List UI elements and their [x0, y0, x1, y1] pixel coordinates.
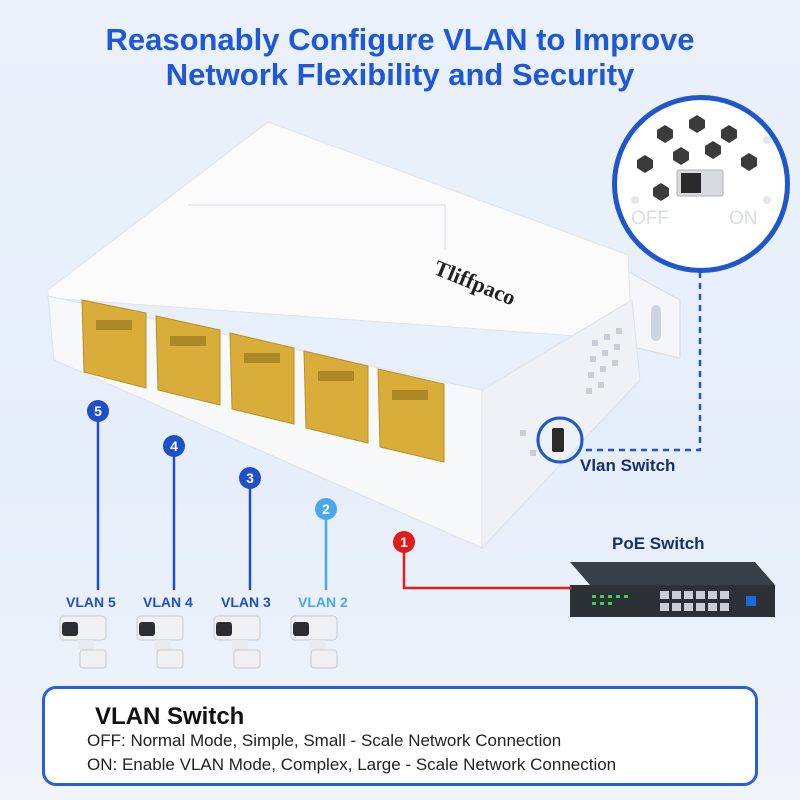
port-1-line — [402, 552, 572, 590]
device-top-face — [47, 121, 633, 341]
vent-holes — [520, 328, 622, 456]
port-badge-5: 5 — [87, 400, 109, 422]
vlan-switch-highlight — [536, 416, 584, 464]
poe-switch-icon — [570, 562, 775, 617]
camera-icon — [136, 615, 184, 669]
device-top-crease — [188, 204, 446, 250]
vlan-3-label: VLAN 3 — [221, 594, 271, 610]
camera-icon — [59, 615, 107, 669]
port-badge-2: 2 — [315, 498, 337, 520]
info-off-line: OFF: Normal Mode, Simple, Small - Scale … — [87, 731, 562, 750]
closeup-on-label: ON — [729, 208, 758, 229]
camera-icon — [290, 615, 338, 669]
vlan-switch-closeup: OFF ON — [612, 95, 790, 273]
vlan-4-label: VLAN 4 — [143, 594, 193, 610]
poe-switch-label: PoE Switch — [612, 534, 705, 553]
headline-line-1: Reasonably Configure VLAN to Improve — [105, 22, 695, 57]
vlan-switch-label: Vlan Switch — [580, 456, 676, 475]
closeup-off-label: OFF — [631, 208, 669, 229]
vlan-2-label: VLAN 2 — [298, 594, 348, 610]
closeup-holes — [631, 115, 771, 204]
info-title: VLAN Switch — [95, 703, 245, 730]
vlan-switch-info-box: VLAN Switch OFF: Normal Mode, Simple, Sm… — [42, 686, 758, 786]
closeup-slide-knob — [681, 173, 701, 193]
inset-connector-line — [582, 272, 702, 452]
info-on-line: ON: Enable VLAN Mode, Complex, Large - S… — [87, 755, 617, 774]
port-badge-3: 3 — [239, 467, 261, 489]
vlan-slide-switch — [552, 428, 564, 452]
camera-icon — [213, 615, 261, 669]
mounting-slot — [651, 305, 661, 341]
port-badge-1: 1 — [393, 531, 415, 553]
device-right-face — [481, 299, 641, 550]
vlan-5-label: VLAN 5 — [66, 594, 116, 610]
port-badge-4: 4 — [163, 435, 185, 457]
headline-line-2: Network Flexibility and Security — [165, 57, 635, 92]
